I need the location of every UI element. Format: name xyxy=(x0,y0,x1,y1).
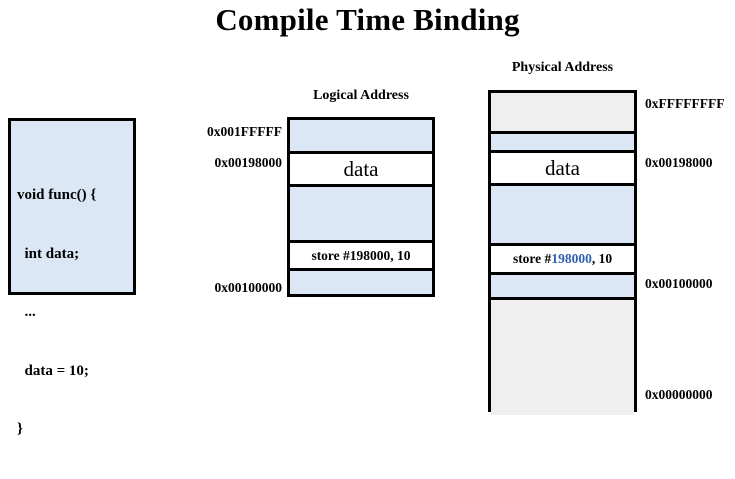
memory-row xyxy=(290,268,432,294)
store-mnemonic: store # xyxy=(512,251,552,266)
memory-row: store #198000, 10 xyxy=(491,243,634,272)
physical-address-tick: 0x00000000 xyxy=(645,387,713,402)
code-line: ... xyxy=(17,304,36,320)
code-line: int data; xyxy=(17,245,80,262)
bound-physical-address: 198000 xyxy=(551,251,592,266)
source-code-lines: void func() { int data; ... data = 10; } xyxy=(17,147,129,479)
code-line: } xyxy=(17,421,23,437)
logical-address-tick: 0x001FFFFF xyxy=(207,124,282,139)
memory-row xyxy=(491,93,634,131)
memory-row: data xyxy=(491,150,634,183)
memory-row-label: data xyxy=(343,156,379,181)
physical-address-memory-map: data store #198000, 10 xyxy=(488,90,637,415)
logical-address-tick: 0x00198000 xyxy=(214,155,283,170)
memory-row xyxy=(491,131,634,150)
physical-address-header: Physical Address xyxy=(511,60,614,75)
code-line: void func() { xyxy=(17,187,97,203)
physical-address-tick: 0xFFFFFFFF xyxy=(645,96,725,111)
memory-row xyxy=(491,183,634,243)
memory-row-label: store #198000, 10 xyxy=(513,251,612,267)
logical-address-tick: 0x00100000 xyxy=(214,280,283,295)
store-operand: , 10 xyxy=(591,251,613,266)
physical-address-tick: 0x00198000 xyxy=(645,155,713,170)
page-title: Compile Time Binding xyxy=(215,2,520,37)
memory-row xyxy=(491,297,634,415)
memory-row-label: store #198000, 10 xyxy=(311,247,411,263)
memory-row xyxy=(290,184,432,240)
memory-row: store #198000, 10 xyxy=(290,240,432,268)
memory-row xyxy=(290,120,432,151)
slide-canvas: Compile Time Binding void func() { int d… xyxy=(8,2,725,437)
source-code-snippet: void func() { int data; ... data = 10; } xyxy=(8,118,136,437)
physical-address-tick: 0x00100000 xyxy=(645,276,713,291)
memory-row-label: data xyxy=(545,155,580,180)
memory-row xyxy=(491,272,634,297)
code-line: data = 10; xyxy=(17,362,89,379)
logical-address-header: Logical Address xyxy=(313,88,409,103)
logical-address-memory-map: data store #198000, 10 xyxy=(287,117,435,297)
memory-row: data xyxy=(290,151,432,184)
